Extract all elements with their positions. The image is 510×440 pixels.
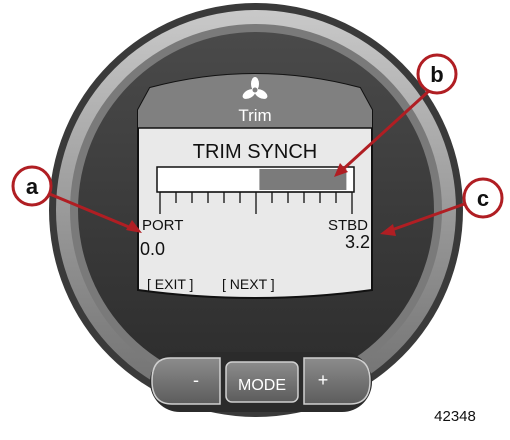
plus-button-label: + <box>318 370 329 390</box>
minus-button-label: - <box>193 370 199 390</box>
stbd-value: 3.2 <box>345 232 370 252</box>
mode-button-label: MODE <box>238 377 286 394</box>
callout-a-label: a <box>26 174 39 199</box>
screen-title: TRIM SYNCH <box>193 141 317 163</box>
minus-button[interactable] <box>152 358 220 404</box>
plus-button[interactable] <box>304 358 370 404</box>
header-title: Trim <box>238 106 271 125</box>
port-label: PORT <box>142 217 183 234</box>
exit-softkey[interactable]: [ EXIT ] <box>147 276 193 292</box>
port-value: 0.0 <box>140 239 165 259</box>
button-pod: - MODE + <box>150 352 372 412</box>
callout-b-label: b <box>430 62 443 87</box>
callout-c-label: c <box>477 186 489 211</box>
figure-number: 42348 <box>434 408 476 425</box>
next-softkey[interactable]: [ NEXT ] <box>222 276 275 292</box>
sync-bar-fill <box>259 169 346 190</box>
display-screen: Trim TRIM SYNCH PORT 0.0 STBD 3.2 [ EXIT… <box>130 60 380 298</box>
